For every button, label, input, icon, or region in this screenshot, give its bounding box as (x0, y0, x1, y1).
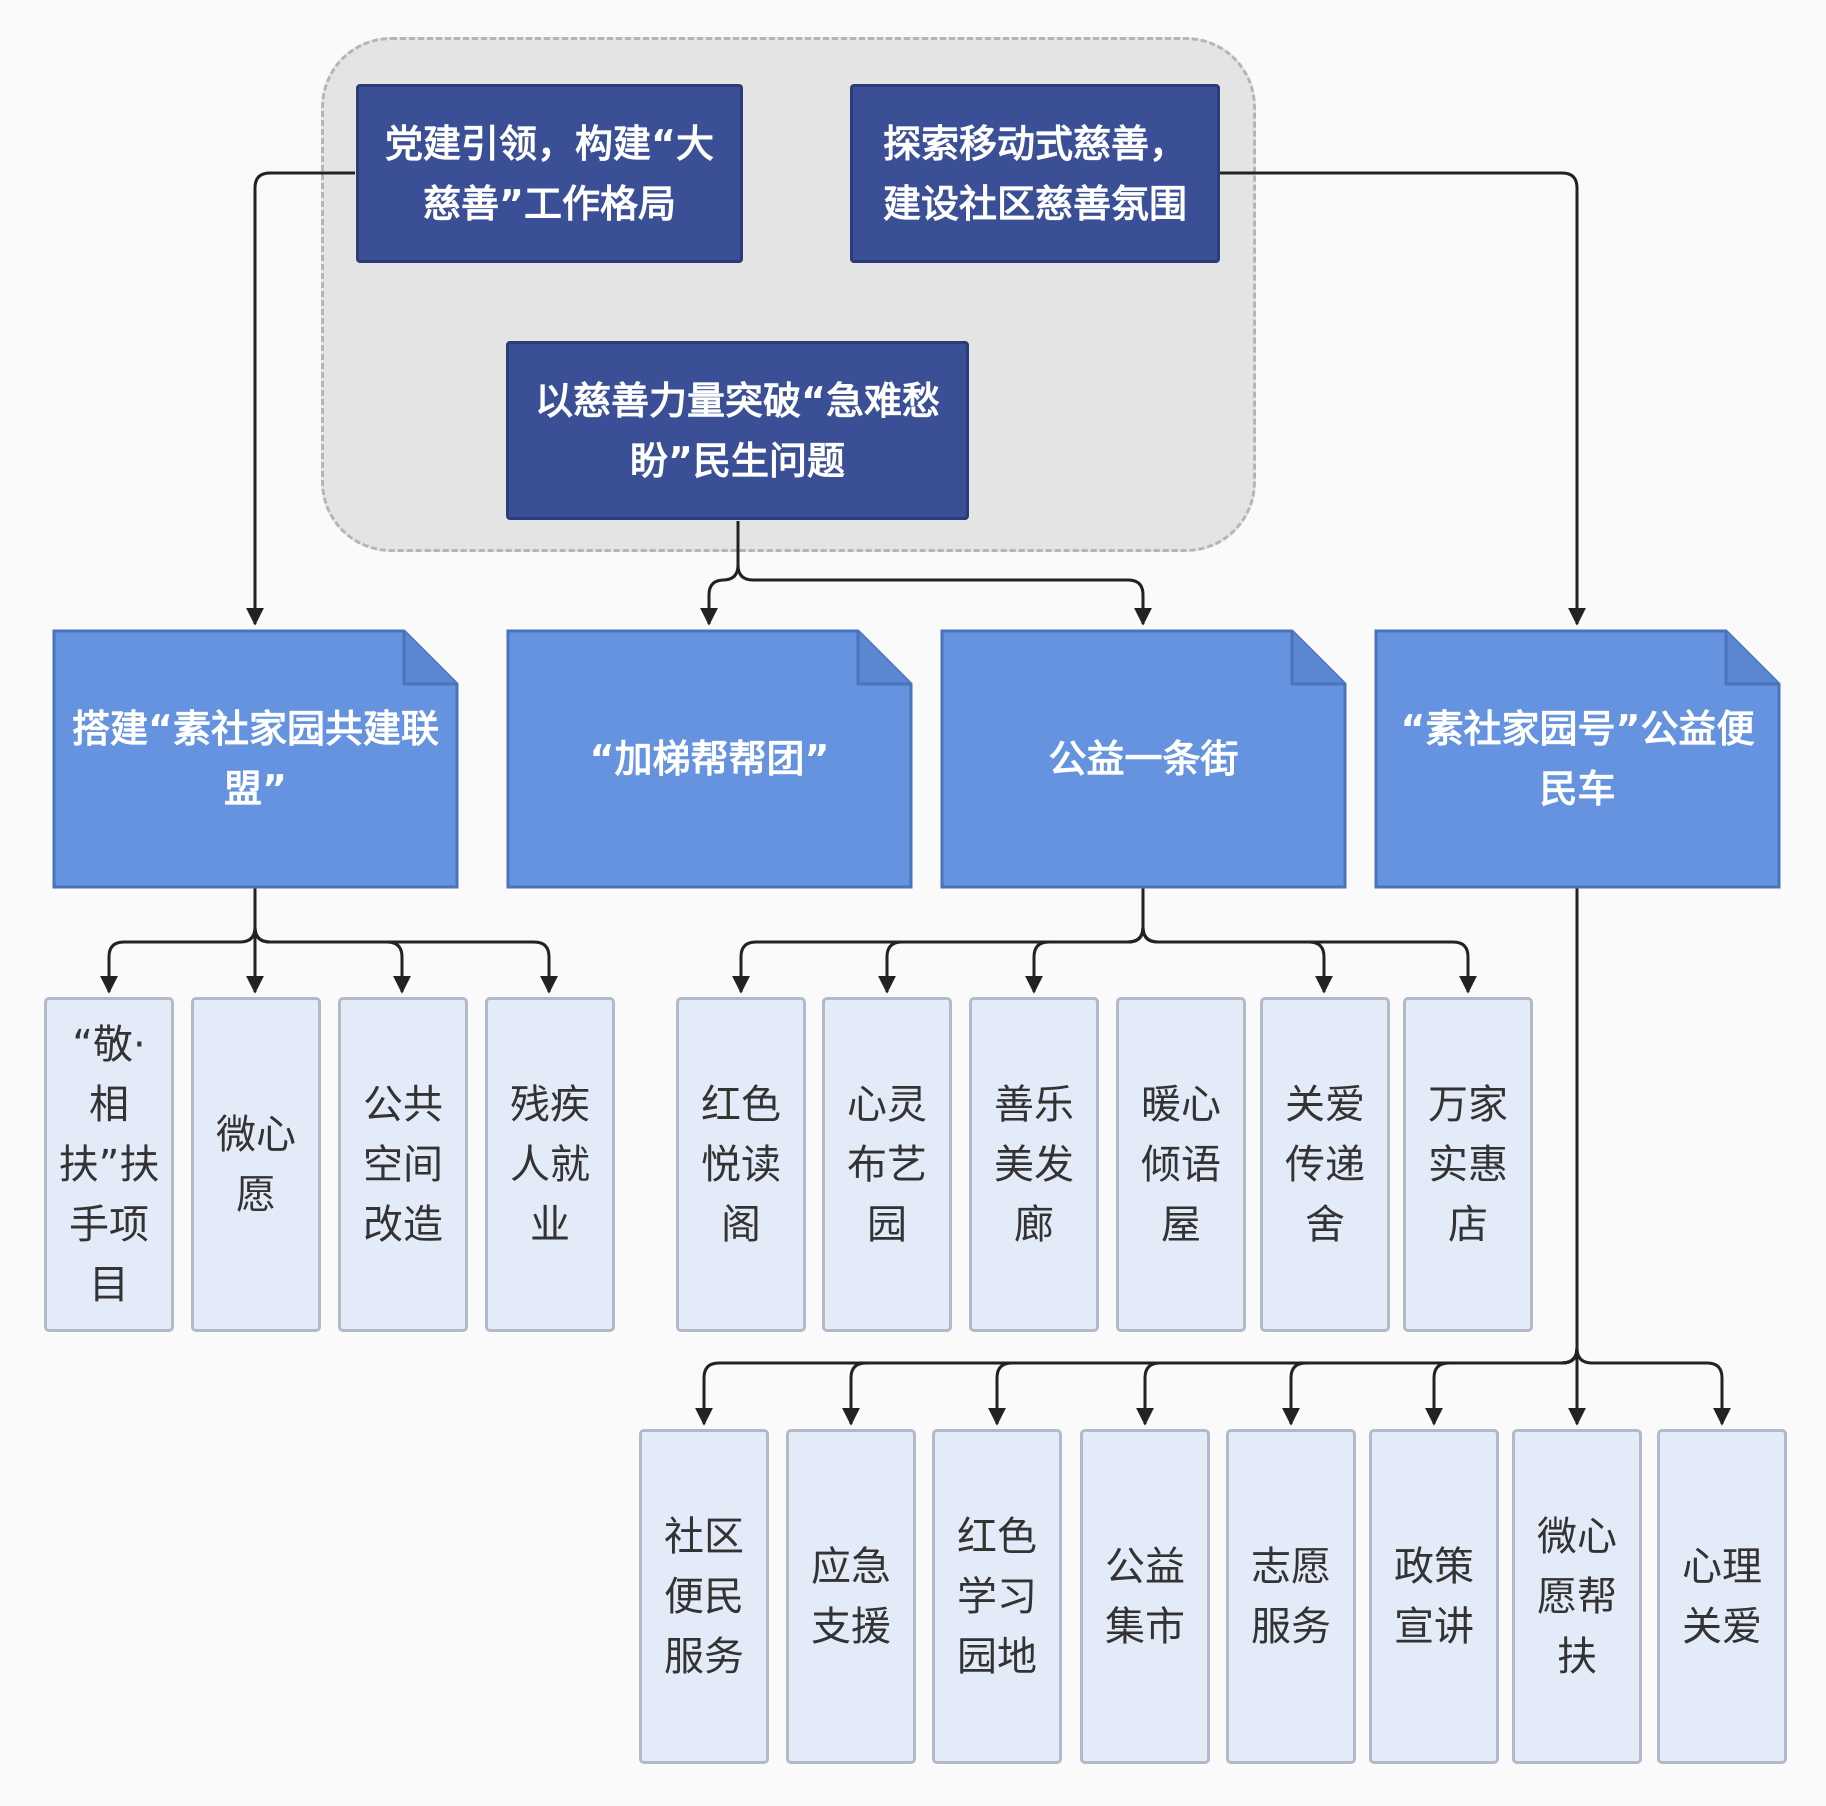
bus-activity-5: 志愿 服务 (1226, 1429, 1356, 1764)
edge-p3-leaf1 (732, 888, 1145, 994)
program-node-1: 搭建“素社家园共建联 盟” (52, 629, 459, 889)
edge-p4-leaf6 (1425, 1347, 1579, 1426)
street-activity-6: 万家 实惠 店 (1403, 997, 1533, 1332)
alliance-activity-1: “敬· 相 扶”扶 手项 目 (44, 997, 174, 1332)
bus-activity-7: 微心 愿帮 扶 (1512, 1429, 1642, 1764)
edge-p1-leaf1 (100, 888, 257, 994)
bus-activity-1: 社区 便民 服务 (639, 1429, 769, 1764)
edge-s3-p2 (700, 521, 740, 626)
program-node-4: “素社家园号”公益便 民车 (1374, 629, 1781, 889)
alliance-activity-2: 微心 愿 (191, 997, 321, 1332)
edge-s3-p3 (736, 564, 1152, 626)
edge-p4-leaf8 (1575, 1347, 1731, 1426)
strategy-node-2: 探索移动式慈善， 建设社区慈善氛围 (850, 84, 1220, 263)
edge-s1-p1 (246, 171, 355, 626)
bus-activity-2: 应急 支援 (786, 1429, 916, 1764)
program-label-2: “加梯帮帮团” (589, 737, 830, 781)
alliance-activity-3: 公共 空间 改造 (338, 997, 468, 1332)
street-activity-5: 关爱 传递 舍 (1260, 997, 1390, 1332)
street-activity-4: 暖心 倾语 屋 (1116, 997, 1246, 1332)
edge-p1-leaf4 (253, 926, 558, 994)
edge-p4-leaf2 (842, 1347, 1579, 1426)
edge-p4-leaf4 (1136, 1347, 1579, 1426)
bus-activity-4: 公益 集市 (1080, 1429, 1210, 1764)
edge-p3-leaf6 (1141, 926, 1477, 994)
street-activity-1: 红色 悦读 阁 (676, 997, 806, 1332)
alliance-activity-4: 残疾 人就 业 (485, 997, 615, 1332)
edge-p4-leaf3 (988, 1347, 1579, 1426)
program-label-4: “素社家园号”公益便 民车 (1400, 707, 1755, 811)
street-activity-3: 善乐 美发 廊 (969, 997, 1099, 1332)
program-label-3: 公益一条街 (1048, 737, 1239, 781)
strategy-node-3: 以慈善力量突破“急难愁 盼”民生问题 (506, 341, 969, 520)
edge-p3-leaf5 (1141, 926, 1333, 994)
program-node-3: 公益一条街 (940, 629, 1347, 889)
street-activity-2: 心灵 布艺 园 (822, 997, 952, 1332)
bus-activity-8: 心理 关爱 (1657, 1429, 1787, 1764)
edge-s2-p4 (1220, 171, 1586, 626)
bus-activity-6: 政策 宣讲 (1369, 1429, 1499, 1764)
edge-p3-leaf3 (1025, 926, 1145, 994)
edge-p1-leaf3 (253, 926, 411, 994)
strategy-node-1: 党建引领，构建“大 慈善”工作格局 (356, 84, 743, 263)
edge-p3-leaf2 (878, 926, 1145, 994)
bus-activity-3: 红色 学习 园地 (932, 1429, 1062, 1764)
program-label-1: 搭建“素社家园共建联 盟” (72, 707, 439, 811)
program-node-2: “加梯帮帮团” (506, 629, 913, 889)
